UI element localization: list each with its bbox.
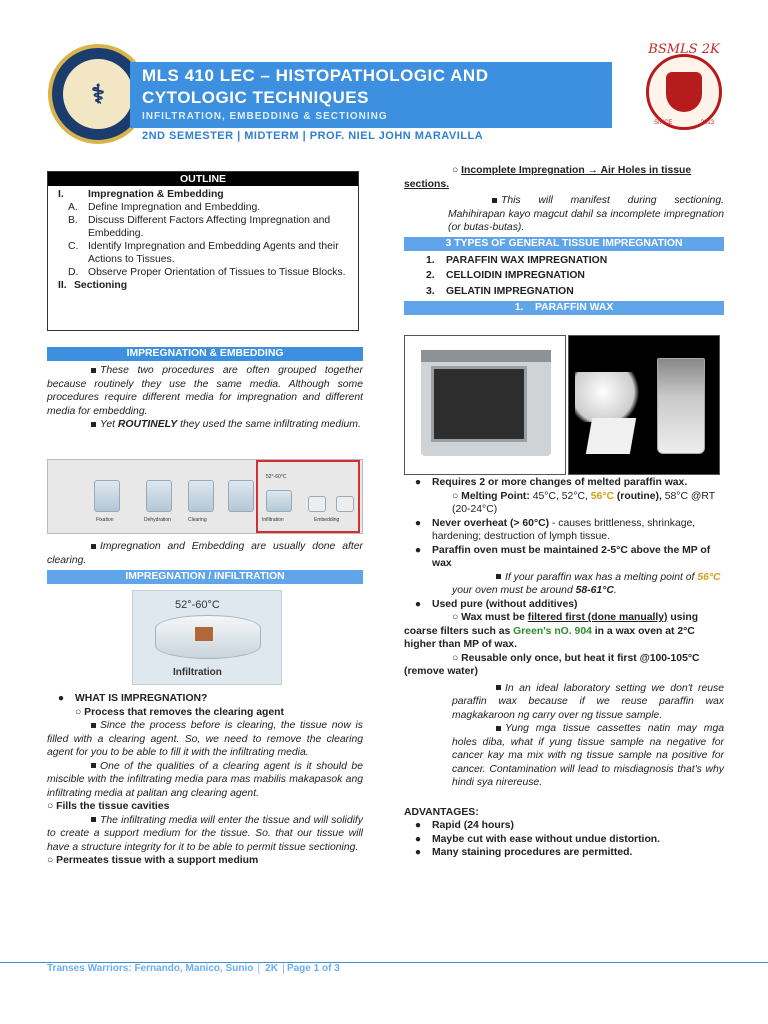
diagram-label: Clearing xyxy=(188,517,207,523)
bullet-text: Paraffin oven must be maintained 2-5°C a… xyxy=(432,544,711,570)
left-mid: Impregnation and Embedding are usually d… xyxy=(47,540,363,584)
right-body: ●Requires 2 or more changes of melted pa… xyxy=(404,477,724,858)
outline-heading: OUTLINE xyxy=(48,172,358,186)
advantage-item: Maybe cut with ease without undue distor… xyxy=(432,833,661,845)
diagram-label: Dehydration xyxy=(144,517,171,523)
advantage-item: Rapid (24 hours) xyxy=(432,820,514,831)
types-list: 1.PARAFFIN WAX IMPREGNATION 2.CELLOIDIN … xyxy=(404,254,724,299)
left-body: ●WHAT IS IMPREGNATION? ○ Process that re… xyxy=(47,693,363,866)
outline-item: II.Sectioning xyxy=(58,280,128,291)
bullet-text: Used pure (without additives) xyxy=(432,598,578,610)
class-logo-text: BSMLS 2K xyxy=(648,42,720,57)
title-line-1: MLS 410 LEC – HISTOPATHOLOGIC AND xyxy=(142,66,489,85)
paragraph: In an ideal laboratory setting we don't … xyxy=(452,682,724,721)
diagram-label: Embedding xyxy=(314,517,340,523)
concept: Permeates tissue with a support medium xyxy=(56,855,259,866)
infiltration-image: 52°-60°C Infiltration xyxy=(132,590,282,685)
type-item: 3.GELATIN IMPREGNATION xyxy=(426,285,574,297)
section-heading-types: 3 TYPES OF GENERAL TISSUE IMPREGNATION xyxy=(404,236,724,251)
paragraph: Impregnation and Embedding are usually d… xyxy=(47,541,363,566)
footer: Transes Warriors: Fernando, Manico, Suni… xyxy=(47,963,340,974)
advantages-heading: ADVANTAGES: xyxy=(404,806,479,818)
type-item: 1.PARAFFIN WAX IMPREGNATION xyxy=(426,254,608,266)
diagram-label: Fixation xyxy=(96,517,114,523)
paragraph: One of the qualities of a clearing agent… xyxy=(47,760,363,799)
concept: Fills the tissue cavities xyxy=(56,801,170,812)
bullet-text: Requires 2 or more changes of melted par… xyxy=(432,477,688,488)
outline-box: OUTLINE I.Impregnation & Embedding A.Def… xyxy=(47,171,359,331)
section-heading-impregnation-embedding: IMPREGNATION & EMBEDDING xyxy=(47,347,363,361)
diagram-label: Infiltration xyxy=(262,517,284,523)
paragraph: Yet xyxy=(100,419,118,430)
concept: Process that removes the clearing agent xyxy=(84,706,284,718)
left-intro: IMPREGNATION & EMBEDDING These two proce… xyxy=(47,347,363,430)
diagram-temp: 52°-60°C xyxy=(266,474,287,480)
infiltration-caption: Infiltration xyxy=(173,667,222,678)
advantage-item: Many staining procedures are permitted. xyxy=(432,847,633,858)
title-subtitle: INFILTRATION, EMBEDDING & SECTIONING xyxy=(142,111,388,122)
section-heading-paraffin-wax: 1. PARAFFIN WAX xyxy=(404,301,724,315)
title-bar: MLS 410 LEC – HISTOPATHOLOGIC AND CYTOLO… xyxy=(130,62,612,128)
footer-divider xyxy=(0,962,768,963)
process-diagram: Fixation Dehydration Clearing Infiltrati… xyxy=(47,459,363,534)
outline-item: D.Observe Proper Orientation of Tissues … xyxy=(68,267,346,278)
title-line-2: CYTOLOGIC TECHNIQUES xyxy=(142,88,369,107)
outline-item: B.Discuss Different Factors Affecting Im… xyxy=(68,215,331,239)
paragraph: Since the process before is clearing, th… xyxy=(47,720,363,758)
section-heading-impregnation-infiltration: IMPREGNATION / INFILTRATION xyxy=(47,570,363,584)
paraffin-wax-photo xyxy=(568,335,720,475)
paragraph: The infiltrating media will enter the ti… xyxy=(47,814,363,853)
right-top: ○ Incomplete Impregnation → Air Holes in… xyxy=(404,165,724,315)
paraffin-oven-photo xyxy=(404,335,566,475)
semester-line: 2ND SEMESTER | MIDTERM | PROF. NIEL JOHN… xyxy=(142,130,484,142)
outline-item: A.Define Impregnation and Embedding. xyxy=(68,202,261,213)
paragraph: These two procedures are often grouped t… xyxy=(47,365,363,417)
outline-item: I.Impregnation & Embedding xyxy=(58,189,224,200)
paragraph: Yung mga tissue cassettes natin may mga … xyxy=(452,723,724,788)
outline-item: C.Identify Impregnation and Embedding Ag… xyxy=(68,241,339,265)
infiltration-temp: 52°-60°C xyxy=(175,599,220,611)
question-heading: WHAT IS IMPREGNATION? xyxy=(75,693,208,704)
paragraph: This will manifest during sectioning. Ma… xyxy=(448,195,724,233)
type-item: 2.CELLOIDIN IMPREGNATION xyxy=(426,270,585,281)
incomplete-impregnation: Incomplete Impregnation → Air Holes in t… xyxy=(404,165,692,190)
